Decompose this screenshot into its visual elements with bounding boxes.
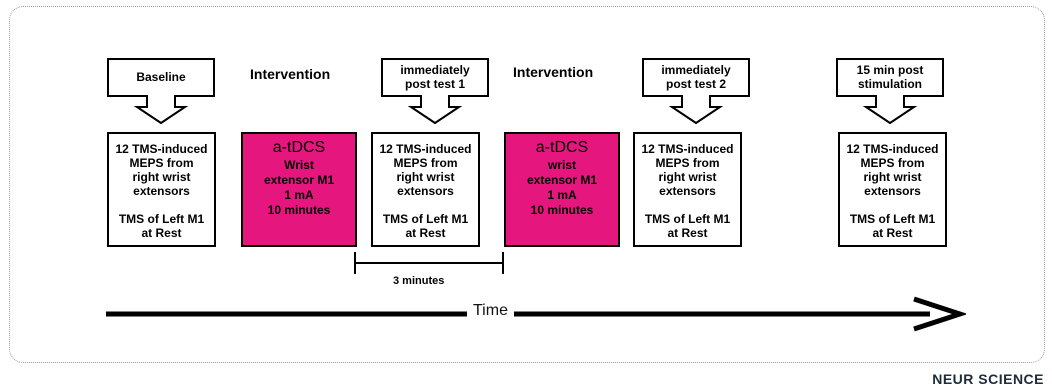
stim-title: a-tDCS	[535, 139, 589, 156]
measure-line: MEPS from	[129, 156, 194, 170]
measure-line: MEPS from	[860, 156, 925, 170]
callout-arrow-shape	[381, 58, 489, 125]
measure-line: at Rest	[405, 226, 446, 240]
measure-line: right wrist	[396, 170, 455, 184]
callout-arrow-shape	[107, 58, 215, 125]
measure-line: MEPS from	[393, 156, 458, 170]
measure-line: 12 TMS-induced	[115, 142, 208, 156]
callout-line: immediately	[400, 63, 470, 77]
stimulation-box-1: a-tDCS Wrist extensor M1 1 mA 10 minutes	[241, 132, 357, 247]
callout-post-test-2: immediately post test 2	[642, 58, 750, 125]
measure-line: TMS of Left M1	[382, 212, 469, 226]
intervention-label-2: Intervention	[513, 64, 594, 80]
callout-15-min-post: 15 min post stimulation	[836, 58, 944, 125]
stim-line: 10 minutes	[530, 203, 594, 217]
measure-line: 12 TMS-induced	[379, 142, 472, 156]
measurement-box-15-min-post: 12 TMS-induced MEPS from right wrist ext…	[838, 132, 947, 247]
measure-line: right wrist	[863, 170, 922, 184]
intervention-label-1: Intervention	[250, 66, 331, 82]
callout-line: post test 1	[404, 77, 465, 91]
measure-line: right wrist	[132, 170, 191, 184]
measure-line: extensors	[864, 184, 921, 198]
measure-line: TMS of Left M1	[644, 212, 731, 226]
interval-label: 3 minutes	[393, 275, 445, 287]
measure-line: 12 TMS-induced	[846, 142, 939, 156]
measure-line: at Rest	[141, 226, 182, 240]
measure-line: extensors	[133, 184, 190, 198]
callout-line: stimulation	[857, 77, 922, 91]
stim-line: 1 mA	[547, 188, 577, 202]
stim-line: extensor M1	[263, 173, 335, 187]
measure-line: 12 TMS-induced	[641, 142, 734, 156]
stimulation-box-2: a-tDCS wrist extensor M1 1 mA 10 minutes	[504, 132, 620, 247]
measure-line: MEPS from	[655, 156, 720, 170]
callout-arrow-shape	[642, 58, 750, 125]
measure-line: extensors	[659, 184, 716, 198]
timeline-arrow	[106, 296, 966, 332]
diagram-frame	[9, 6, 1045, 363]
measure-line: right wrist	[658, 170, 717, 184]
measure-line: TMS of Left M1	[118, 212, 205, 226]
callout-baseline: Baseline	[107, 58, 215, 125]
measure-line: extensors	[397, 184, 454, 198]
measurement-box-post-test-1: 12 TMS-induced MEPS from right wrist ext…	[371, 132, 480, 247]
callout-post-test-1: immediately post test 1	[381, 58, 489, 125]
measure-line: at Rest	[667, 226, 708, 240]
measurement-box-baseline: 12 TMS-induced MEPS from right wrist ext…	[107, 132, 216, 247]
callout-line: 15 min post	[856, 63, 924, 77]
callout-line: Baseline	[136, 70, 186, 84]
measurement-box-post-test-2: 12 TMS-induced MEPS from right wrist ext…	[633, 132, 742, 247]
stim-line: Wrist	[284, 158, 314, 172]
logo-text: NEUR SCIENCE	[932, 371, 1044, 387]
neuroscience-logo: NEUR SCIENCE	[932, 371, 1044, 387]
stim-line: extensor M1	[526, 173, 598, 187]
callout-line: post test 2	[665, 77, 726, 91]
callout-arrow-shape	[836, 58, 944, 125]
stim-line: 10 minutes	[267, 203, 331, 217]
measure-line: TMS of Left M1	[849, 212, 936, 226]
callout-line: immediately	[661, 63, 731, 77]
measure-line: at Rest	[872, 226, 913, 240]
stim-line: 1 mA	[284, 188, 314, 202]
timeline-label: Time	[467, 302, 514, 320]
stim-line: wrist	[547, 158, 576, 172]
interval-bracket	[354, 252, 504, 274]
stim-title: a-tDCS	[272, 139, 326, 156]
